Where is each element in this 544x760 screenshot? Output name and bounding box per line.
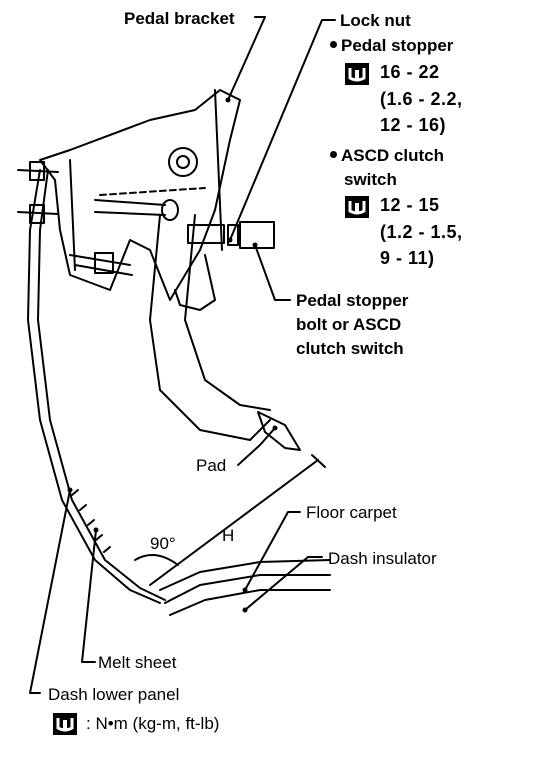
pedal-stopper-kgm: (1.6 - 2.2, — [380, 89, 463, 109]
angle-label: 90° — [150, 534, 176, 553]
bullet-icon — [330, 151, 337, 158]
pedal-bracket-label: Pedal bracket — [124, 9, 235, 28]
pedal-arm — [149, 214, 271, 441]
pedal-stopper-torque: 16 - 22 — [380, 62, 440, 82]
melt-sheet-label: Melt sheet — [98, 653, 177, 672]
ascd-kgm: (1.2 - 1.5, — [380, 222, 463, 242]
ascd-clutch-switch-label: ASCD clutch — [330, 145, 444, 167]
pedal-pad — [257, 411, 301, 451]
lock-nut-label: Lock nut — [340, 11, 411, 30]
torque-wrench-icon — [345, 196, 369, 218]
pedal-pivot — [168, 147, 198, 177]
stopper-bolt-label-1: Pedal stopper — [296, 291, 409, 310]
stopper-bolt-label-3: clutch switch — [296, 339, 404, 358]
dash-lower-panel-label: Dash lower panel — [48, 685, 180, 704]
ascd-switch-label: switch — [344, 170, 397, 189]
ascd-ftlb: 9 - 11) — [380, 248, 435, 268]
torque-wrench-icon — [345, 63, 369, 85]
torque-wrench-icon — [53, 713, 77, 735]
pedal-stopper-label: Pedal stopper — [330, 35, 453, 57]
pad-label: Pad — [196, 456, 227, 475]
pedal-stopper-bolt — [187, 224, 225, 244]
height-label: H — [222, 526, 235, 545]
floor-carpet-label: Floor carpet — [306, 503, 397, 522]
dash-insulator — [159, 559, 331, 591]
ascd-clutch-text: ASCD clutch — [341, 146, 444, 165]
ascd-torque: 12 - 15 — [380, 195, 440, 215]
units-legend: : N•m (kg-m, ft-lb) — [86, 714, 220, 733]
floor-carpet — [164, 574, 331, 604]
pedal-stopper-text: Pedal stopper — [341, 36, 454, 55]
dash-insulator-label: Dash insulator — [328, 549, 437, 568]
pedal-bracket — [39, 89, 241, 301]
return-spring — [69, 254, 133, 276]
dash-lower-panel — [27, 169, 161, 604]
pedal-stopper-ftlb: 12 - 16) — [380, 115, 447, 135]
melt-sheet — [71, 489, 111, 553]
bullet-icon — [330, 41, 337, 48]
stopper-bolt-label-2: bolt or ASCD — [296, 315, 402, 334]
